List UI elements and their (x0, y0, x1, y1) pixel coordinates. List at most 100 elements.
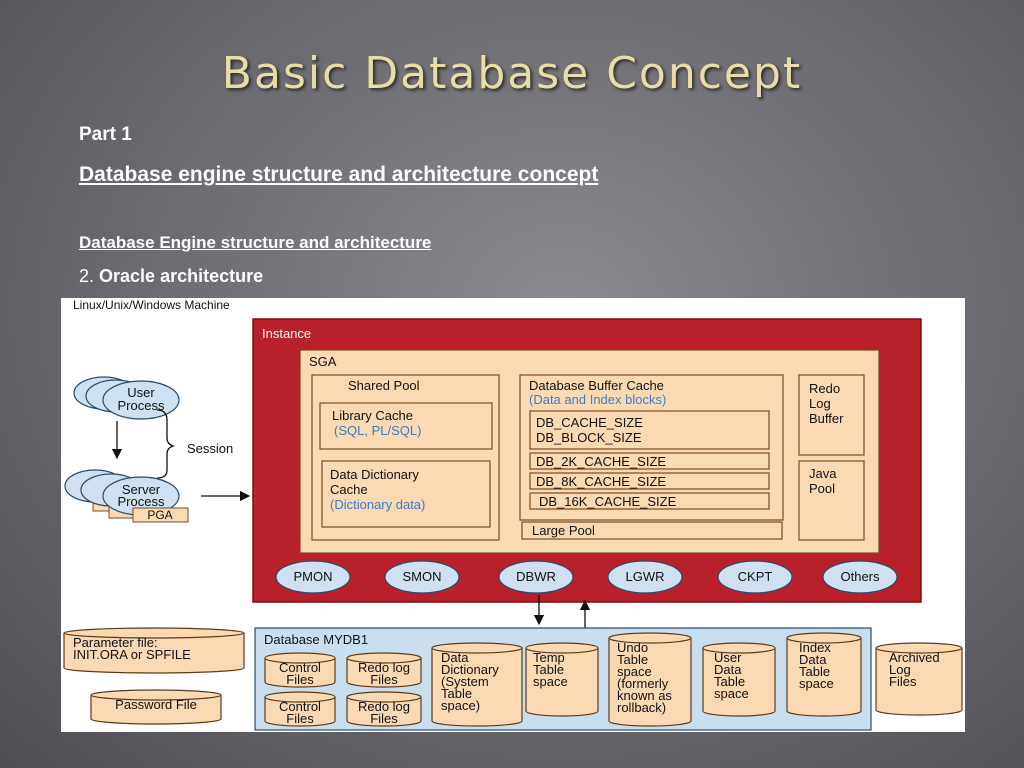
redo-buffer-line-3: Buffer (809, 411, 844, 426)
control-files-cylinder-1-line-1: Control (279, 660, 321, 675)
control-files-cylinder-1-line-2: Files (286, 672, 314, 687)
java-pool-box (798, 460, 865, 541)
library-cache-box (319, 402, 493, 450)
index-data-tablespace-line-4: space (799, 676, 834, 691)
archived-log-files-cylinder-line-1: Archived (889, 650, 940, 665)
user-data-tablespace-line-4: space (714, 686, 749, 701)
library-cache-sub: (SQL, PL/SQL) (334, 423, 421, 438)
process-smon-label: SMON (403, 569, 442, 584)
list-item-oracle: 2. Oracle architecture (79, 266, 263, 287)
dd-cache-line-2: Cache (330, 482, 368, 497)
process-lgwr-label: LGWR (626, 569, 665, 584)
control-files-cylinder-2-line-1: Control (279, 699, 321, 714)
data-dictionary-tablespace-line-1: Data (441, 650, 469, 665)
process-smon-oval (384, 560, 460, 594)
password-file-cylinder: Password File (90, 689, 222, 725)
data-dictionary-tablespace-line-3: (System (441, 674, 489, 689)
user-process-line-1: User (127, 385, 155, 400)
process-lgwr-oval (607, 560, 683, 594)
undo-tablespace-line-2: Table (617, 652, 648, 667)
part-label: Part 1 (79, 124, 132, 145)
redo-log-buffer-box (798, 374, 865, 456)
temp-tablespace-line-3: space (533, 674, 568, 689)
index-data-tablespace-line-1: Index (799, 640, 831, 655)
parameter-file-cylinder-line-1: Parameter file: (73, 635, 158, 650)
pga-label: PGA (147, 508, 172, 522)
session-brace (156, 409, 176, 479)
user-process-line-2: Process (118, 398, 165, 413)
dd-cache-line-1: Data Dictionary (330, 467, 419, 482)
redo-buffer-line-2: Log (809, 396, 831, 411)
redo-log-files-cylinder-1-line-2: Files (370, 672, 398, 687)
db-16k-cache-box (529, 492, 770, 510)
temp-tablespace-line-2: Table (533, 662, 564, 677)
slide-title: Basic Database Concept (221, 48, 803, 99)
process-dbwr-label: DBWR (516, 569, 556, 584)
subtitle: Database engine structure and architectu… (79, 163, 599, 186)
data-dictionary-tablespace-line-4: Table (441, 686, 472, 701)
buffer-cache-sub: (Data and Index blocks) (529, 392, 666, 407)
user-data-tablespace-line-2: Data (714, 662, 742, 677)
redo-log-files-cylinder-2-line-1: Redo log (358, 699, 410, 714)
user-data-tablespace-line-3: Table (714, 674, 745, 689)
password-file-cylinder-line-1: Password File (115, 697, 197, 712)
machine-label: Linux/Unix/Windows Machine (73, 298, 230, 312)
server-process-line-2: Process (118, 494, 165, 509)
user-data-tablespace-line-1: User (714, 650, 742, 665)
archived-log-files-cylinder-line-2: Log (889, 662, 911, 677)
process-ckpt-label: CKPT (738, 569, 773, 584)
undo-tablespace-line-1: Undo (617, 640, 648, 655)
process-ckpt-oval (717, 560, 793, 594)
database-files: Parameter file:INIT.ORA or SPFILE Passwor… (63, 627, 963, 727)
db-block-size-label: DB_BLOCK_SIZE (536, 430, 642, 445)
db-2k-cache-box (529, 452, 770, 470)
process-others-oval (822, 560, 898, 594)
section-heading: Database Engine structure and architectu… (79, 233, 432, 252)
redo-log-files-cylinder-2-line-2: Files (370, 711, 398, 726)
large-pool-label: Large Pool (532, 523, 595, 538)
db-cache-size-label: DB_CACHE_SIZE (536, 415, 643, 430)
process-others-label: Others (840, 569, 880, 584)
db-cache-size-box (529, 410, 770, 450)
server-process-line-1: Server (122, 482, 161, 497)
user-process-oval (102, 380, 180, 420)
undo-tablespace-line-5: known as (617, 688, 672, 703)
large-pool-box (521, 521, 783, 540)
sga-label: SGA (309, 354, 337, 369)
list-item-number: 2. (79, 266, 95, 286)
archived-log-files-cylinder-line-3: Files (889, 674, 917, 689)
control-files-cylinder-2-line-2: Files (286, 711, 314, 726)
undo-tablespace-line-4: (formerly (617, 676, 669, 691)
redo-log-files-cylinder-1-line-1: Redo log (358, 660, 410, 675)
session-label: Session (187, 441, 233, 456)
library-cache-label: Library Cache (332, 408, 413, 423)
data-dictionary-tablespace-line-5: space) (441, 698, 480, 713)
db-16k-cache-label: DB_16K_CACHE_SIZE (539, 494, 677, 509)
java-pool-line-2: Pool (809, 481, 835, 496)
redo-buffer-line-1: Redo (809, 381, 840, 396)
dd-cache-sub: (Dictionary data) (330, 497, 425, 512)
data-dictionary-tablespace-line-2: Dictionary (441, 662, 499, 677)
undo-tablespace-line-3: space (617, 664, 652, 679)
db-8k-cache-box (529, 472, 770, 490)
db-2k-cache-label: DB_2K_CACHE_SIZE (536, 454, 666, 469)
data-dictionary-cache-box (321, 460, 491, 528)
pga-box (132, 507, 189, 523)
parameter-file-cylinder-line-2: INIT.ORA or SPFILE (73, 647, 191, 662)
java-pool-line-1: Java (809, 466, 837, 481)
database-label: Database MYDB1 (264, 632, 368, 647)
oracle-architecture-diagram: Linux/Unix/Windows Machine Instance SGA … (61, 298, 965, 732)
temp-tablespace-line-1: Temp (533, 650, 565, 665)
instance-label: Instance (262, 326, 311, 341)
list-item-label: Oracle architecture (99, 266, 264, 286)
